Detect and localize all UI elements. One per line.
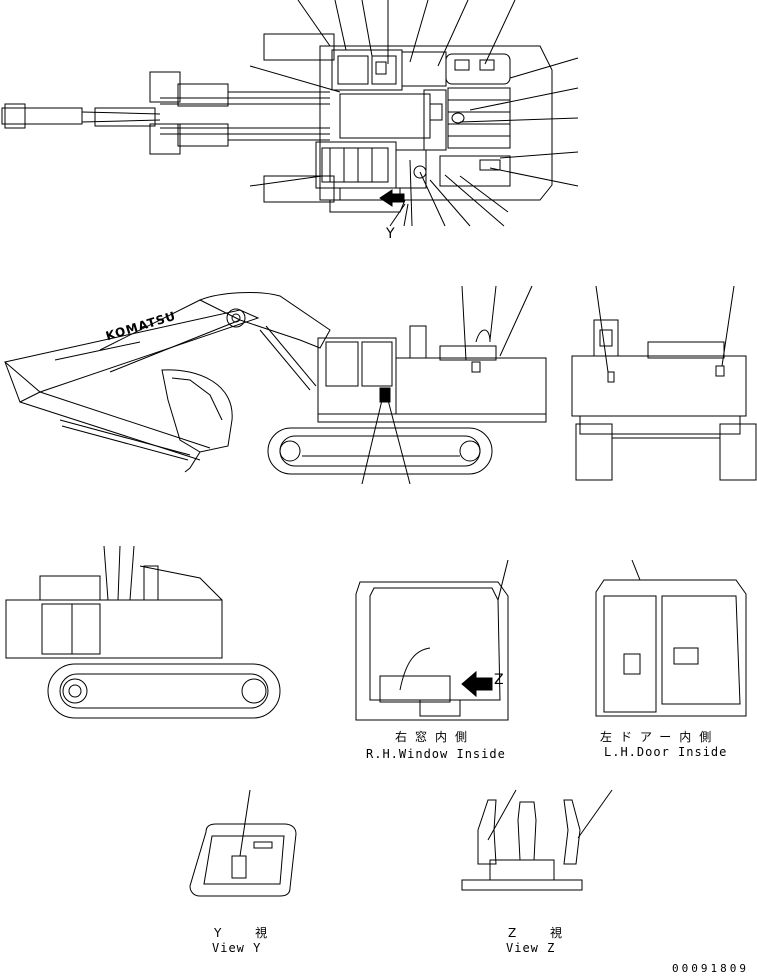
view-y-marker: Y bbox=[386, 226, 395, 242]
view-y-caption-jp: Y 視 bbox=[214, 926, 276, 940]
view-z-caption-en: View Z bbox=[506, 941, 556, 955]
rear-view-excavator bbox=[571, 285, 757, 481]
document-number: 00091809 bbox=[672, 962, 749, 975]
rh-window-caption-jp: 右窓内側 bbox=[395, 730, 476, 744]
rh-window-inside-view bbox=[355, 559, 509, 721]
top-view-excavator bbox=[1, 0, 579, 227]
view-y-panel bbox=[189, 789, 297, 897]
lh-door-caption-jp: 左ドアー内側 bbox=[600, 730, 720, 744]
view-z-caption-jp: Z 視 bbox=[508, 926, 571, 940]
lh-door-caption-en: L.H.Door Inside bbox=[604, 745, 728, 759]
side-view-excavator bbox=[3, 285, 547, 485]
right-side-view-excavator bbox=[5, 545, 281, 719]
view-z-control-stand bbox=[461, 789, 613, 891]
view-z-marker: Z bbox=[494, 672, 504, 688]
lh-door-inside-view bbox=[595, 559, 747, 717]
rh-window-caption-en: R.H.Window Inside bbox=[366, 747, 506, 761]
view-y-caption-en: View Y bbox=[212, 941, 262, 955]
